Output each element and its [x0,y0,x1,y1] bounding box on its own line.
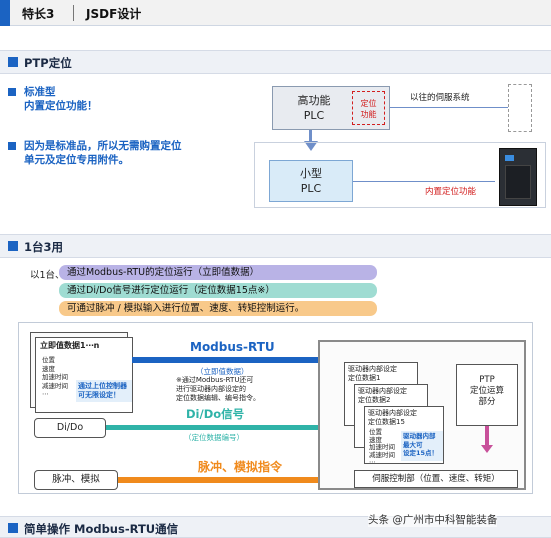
legacy-connector-line [390,107,508,108]
max15-line3: 设定15点！ [403,449,439,457]
calc-down-arrow-shaft [485,426,489,446]
feature-number: 特长3 [22,7,55,21]
high-plc-line2: PLC [303,109,325,122]
modbus-note: ※通过Modbus-RTU还可 进行驱动器内部设定的 定位数据编辑、编号指令。 [176,376,260,403]
calc-down-arrow-icon [481,445,493,453]
section-square-icon [8,57,18,67]
option-modbus-pill: 通过Modbus-RTU的定位运行（立即值数据） [59,265,377,280]
max15-line2: 最大可 [403,440,423,449]
high-plc-line1: 高功能 [297,94,331,107]
pos-func-line1: 定位 [360,99,377,108]
pulse-command-label: 脉冲、模拟指令 [198,460,283,474]
bullet2-line1: 因为是标准品，所以无需购置定位 [24,140,182,152]
ptp-calc-line2: 定位运算 [469,386,504,396]
small-plc-line1: 小型 [300,167,322,180]
small-plc-frame [254,142,546,208]
option-dido-pill: 通过Di/Do信号进行定位运行（定位数据15点※） [59,283,377,298]
card3-line2: 定位数据15 [368,418,405,426]
card1-line2: 定位数据1 [348,374,381,382]
pos-func-line2: 功能 [360,110,377,119]
bullet-no-purchase: 因为是标准品，所以无需购置定位 单元及定位专用附件。 [24,139,182,167]
list-item: 加速时间 [369,443,395,451]
dido-sub-label: （定位数据编号） [184,433,244,442]
watermark-text: 头条 @广州市中科智能装备 [368,512,498,527]
driver-panel [505,165,531,199]
builtin-position-label: 内置定位功能 [425,187,477,197]
section-ptp-header: PTP定位 [0,50,551,74]
small-plc-line2: PLC [300,182,322,195]
bullet-standard: 标准型 内置定位功能！ [24,85,98,113]
ptp-calc-line1: PTP [479,375,495,385]
card1-line1: 驱动器内部设定 [348,365,397,373]
dido-arrow-shaft [106,425,326,430]
pulse-analog-box: 脉冲、模拟 [34,470,118,490]
bullet2-line2: 单元及定位专用附件。 [24,154,129,166]
bullet1-line1: 标准型 [24,86,56,98]
high-function-plc-box: 高功能 PLC 定位 功能 [272,86,390,130]
bullet-square-icon [8,142,16,150]
servo-control-box: 伺服控制部（位置、速度、转矩） [354,470,518,488]
one-three-diagram-frame [18,322,533,494]
list-item: 速度 [369,435,382,444]
ptp-calc-box: PTP 定位运算 部分 [456,364,518,426]
modbus-arrow-shaft [132,357,322,363]
header-divider [73,5,74,21]
list-item: 加速时间 [42,373,68,381]
section-square-icon [8,241,18,251]
card2-line1: 驱动器内部设定 [358,387,407,395]
pulse-arrow-shaft [118,477,342,483]
note-line1: ※通过Modbus-RTU还可 [176,376,254,384]
driver-display [505,155,514,161]
servo-driver-image [499,148,537,206]
max15-note: 驱动器内部 最大可 设定15点！ [401,431,443,461]
one-three-prefix: 以1台、 [30,270,65,281]
dido-box: Di/Do [34,418,106,438]
section-title-one-three: 1台3用 [24,240,64,254]
section-one-three-header: 1台3用 [0,234,551,258]
builtin-connector-line [353,181,495,182]
position-function-box: 定位 功能 [352,91,385,125]
section-title-ptp: PTP定位 [24,56,72,70]
host-line1: 通过上位控制器 [78,382,127,390]
legacy-servo-label: 以往的伺服系统 [410,93,470,103]
card3-line1: 驱动器内部设定 [368,409,417,417]
host-unlimited-note: 通过上位控制器 可无限设定！ [76,380,132,402]
list-item: 位置 [42,356,55,364]
list-item: 减速时间 [369,450,395,459]
down-arrow-icon [304,141,318,151]
section-square-icon [8,523,18,533]
note-line2: 进行驱动器内部设定的 [176,385,246,393]
list-item: ⋯ [42,390,49,398]
small-plc-box: 小型 PLC [269,160,353,202]
list-item: ⋯ [369,458,376,466]
max15-line1: 驱动器内部 [403,432,436,440]
ptp-calc-line3: 部分 [478,397,496,407]
dido-signal-label: Di/Do信号 [186,407,245,421]
modbus-sub-label: （立即值数据） [196,367,249,376]
immediate-doc-front: 立即值数据1⋯n 位置 速度 加速时间 减速时间 ⋯ 通过上位控制器 可无限设定… [35,337,133,413]
driver-card-3: 驱动器内部设定 定位数据15 位置 速度 加速时间 减速时间 ⋯ 驱动器内部 最… [364,406,444,466]
top-header-bar: 特长3 JSDF设计 [0,0,551,26]
list-item: 速度 [42,364,55,373]
note-line3: 定位数据编辑、编号指令。 [176,394,260,402]
list-item: 减速时间 [42,381,68,390]
legacy-servo-dashed-box [508,84,532,132]
bullet-square-icon [8,88,16,96]
bullet1-line2: 内置定位功能！ [24,100,98,112]
down-arrow-shaft [309,130,312,142]
host-line2: 可无限设定！ [78,391,120,399]
list-item: 位置 [369,428,382,436]
section-title-simple: 简单操作 Modbus-RTU通信 [24,522,179,536]
header-accent [0,0,10,26]
feature-title: JSDF设计 [86,7,142,21]
modbus-label: Modbus-RTU [190,340,275,354]
option-pulse-pill: 可通过脉冲 / 模拟输入进行位置、速度、转矩控制运行。 [59,301,377,316]
card2-line2: 定位数据2 [358,396,391,404]
immediate-title: 立即值数据1⋯n [40,341,100,350]
